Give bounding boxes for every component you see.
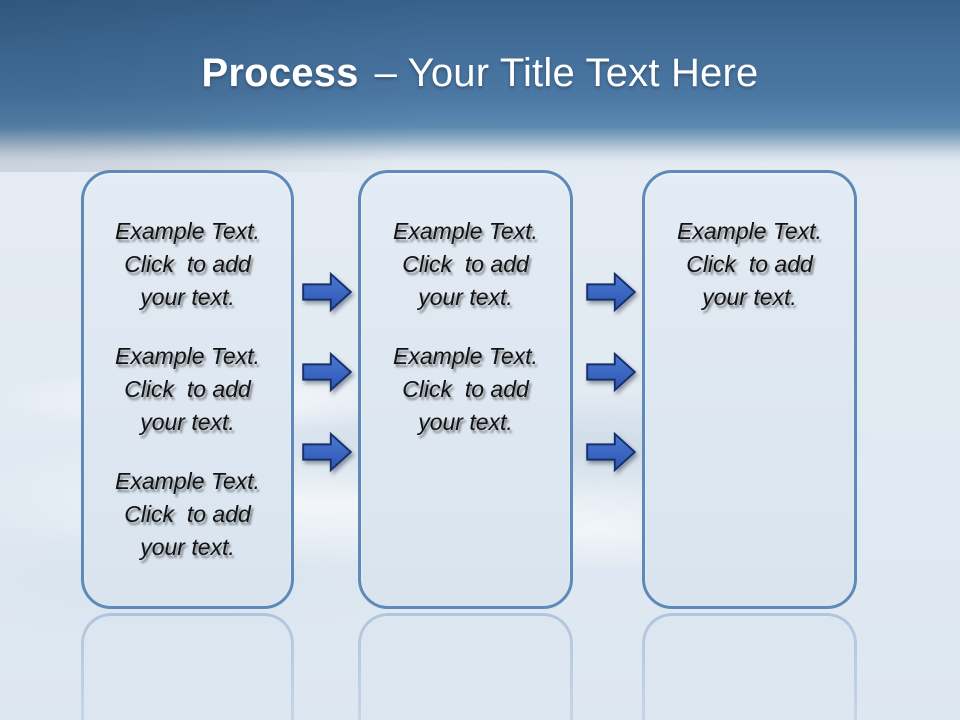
title-subtitle: – Your Title Text Here <box>374 51 759 95</box>
arrow-right-icon[interactable] <box>585 352 637 392</box>
box3-paragraph-1: Example Text. Click to add your text. <box>677 218 822 310</box>
process-box-1[interactable]: Example Text. Click to add your text. Ex… <box>81 170 294 609</box>
title-keyword: Process <box>201 51 359 95</box>
box1-paragraph-2: Example Text. Click to add your text. <box>115 343 260 435</box>
arrow-right-icon[interactable] <box>301 272 353 312</box>
slide-title[interactable]: Process – Your Title Text Here <box>0 50 960 97</box>
process-box-2[interactable]: Example Text. Click to add your text. Ex… <box>358 170 573 609</box>
slide-header-band <box>0 0 960 172</box>
arrow-right-icon[interactable] <box>301 352 353 392</box>
box-reflection <box>358 613 573 720</box>
box1-paragraph-3: Example Text. Click to add your text. <box>115 468 260 560</box>
box-reflection <box>642 613 857 720</box>
box2-paragraph-1: Example Text. Click to add your text. <box>393 218 538 310</box>
box1-paragraph-1: Example Text. Click to add your text. <box>115 218 260 310</box>
arrow-group-2 <box>585 272 637 472</box>
arrow-right-icon[interactable] <box>301 432 353 472</box>
arrow-right-icon[interactable] <box>585 432 637 472</box>
arrow-right-icon[interactable] <box>585 272 637 312</box>
arrow-group-1 <box>301 272 353 472</box>
box-reflection <box>81 613 294 720</box>
process-box-3[interactable]: Example Text. Click to add your text. <box>642 170 857 609</box>
box2-paragraph-2: Example Text. Click to add your text. <box>393 343 538 435</box>
